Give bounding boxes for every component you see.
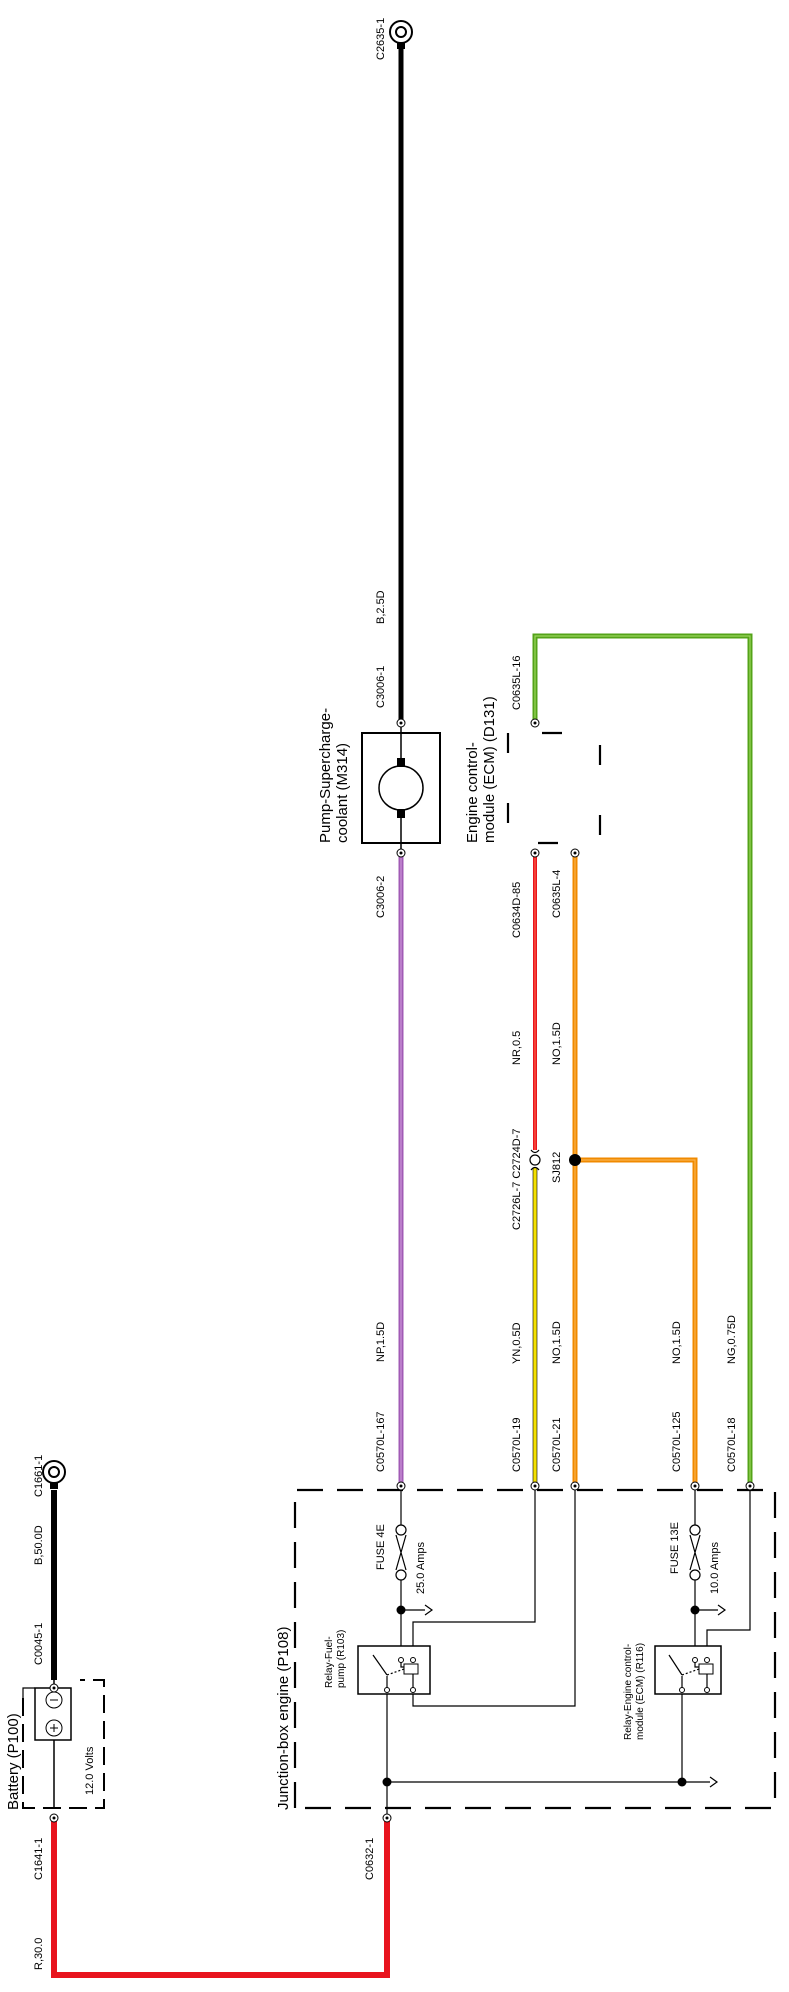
label-c0570l-21: C0570L-21 <box>551 1418 563 1472</box>
wire-ng-0-75d-core <box>534 635 751 1486</box>
wire-ng-0-75d[interactable] <box>532 633 753 1486</box>
label-c0635l-16: C0635L-16 <box>511 656 523 710</box>
ecm-title-line1: Engine control- <box>464 742 481 843</box>
label-b-2-5d: B,2.5D <box>375 590 387 624</box>
relay-fuel-pump-line2: pump (R103) <box>336 1630 347 1688</box>
relay-fuel-pump <box>357 1645 431 1695</box>
terminal-c0635l-16 <box>530 718 540 728</box>
relay-fuel-pump-line1: Relay-Fuel- <box>324 1636 335 1688</box>
label-c0570l-167: C0570L-167 <box>375 1411 387 1472</box>
ecm-title-line2: module (ECM) (D131) <box>481 696 498 843</box>
wire-r-30-0[interactable] <box>51 1818 390 1978</box>
fuse-4e-name: FUSE 4E <box>375 1524 387 1570</box>
label-no-1-5d-a: NO,1.5D <box>551 1321 563 1364</box>
ground-eyelet-c1661-1 <box>42 1460 66 1489</box>
label-c2726l-7-c2724d-7: C2726L-7 C2724D-7 <box>511 1128 523 1230</box>
splice-sj812 <box>569 1154 581 1166</box>
terminal-c1641-1 <box>49 1813 59 1823</box>
label-no-1-5d-b: NO,1.5D <box>551 1022 563 1065</box>
fuse-4e-rating: 25.0 Amps <box>415 1542 427 1594</box>
label-c0635l-4: C0635L-4 <box>551 870 563 918</box>
label-nr-0-5: NR,0.5 <box>511 1031 523 1065</box>
label-yn-0-5d: YN,0.5D <box>511 1322 523 1364</box>
battery-title: Battery (P100) <box>5 1713 22 1810</box>
label-c0632-1: C0632-1 <box>364 1838 376 1880</box>
pump-title-line1: Pump-Supercharge- <box>317 708 334 843</box>
pump-supercharge-coolant <box>361 723 441 853</box>
label-c0570l-18: C0570L-18 <box>726 1418 738 1472</box>
terminal-c0570l-167 <box>396 1481 406 1491</box>
relay-ecm <box>654 1645 722 1695</box>
label-c0570l-19: C0570L-19 <box>511 1418 523 1472</box>
terminal-c0570l-19 <box>530 1481 540 1491</box>
terminal-c3006-1 <box>396 718 406 728</box>
label-c3006-1: C3006-1 <box>375 666 387 708</box>
label-c1661-1: C1661-1 <box>33 1455 45 1497</box>
label-c3006-2: C3006-2 <box>375 876 387 918</box>
label-c2635-1: C2635-1 <box>375 18 387 60</box>
wire-yn-0-5d-edge <box>532 1168 538 1486</box>
relay-ecm-line2: module (ECM) (R116) <box>635 1643 646 1740</box>
relay-ecm-line1: Relay-Engine control- <box>623 1644 634 1740</box>
fuse-4e <box>395 1524 407 1581</box>
terminal-c0632-1 <box>382 1813 392 1823</box>
fuse-13e-rating: 10.0 Amps <box>709 1542 721 1594</box>
terminal-c0635l-4 <box>570 848 580 858</box>
label-r-30-0: R,30.0 <box>33 1938 45 1970</box>
label-c0570l-125: C0570L-125 <box>671 1411 683 1472</box>
pump-title-line2: coolant (M314) <box>334 743 351 843</box>
label-c0045-1: C0045-1 <box>33 1623 45 1665</box>
label-c0634d-85: C0634D-85 <box>511 882 523 938</box>
battery <box>22 1679 105 1809</box>
junction-box-internal-wiring <box>382 1490 751 1814</box>
terminal-c0570l-125 <box>690 1481 700 1491</box>
label-c1641-1: C1641-1 <box>33 1838 45 1880</box>
terminal-c0045-1 <box>49 1683 59 1693</box>
junction-box-title: Junction-box engine (P108) <box>275 1627 292 1810</box>
ground-eyelet-c2635-1 <box>389 20 413 49</box>
terminal-c3006-2 <box>396 848 406 858</box>
engine-control-module <box>506 731 602 845</box>
label-b-50-0d: B,50.0D <box>33 1525 45 1565</box>
fuse-13e <box>689 1524 701 1581</box>
fuse-13e-name: FUSE 13E <box>669 1522 681 1574</box>
label-ng-0-75d: NG,0.75D <box>726 1315 738 1364</box>
battery-voltage: 12.0 Volts <box>84 1746 96 1795</box>
label-no-1-5d-c: NO,1.5D <box>671 1321 683 1364</box>
inline-connector-c2726l-7 <box>529 1149 541 1171</box>
terminal-c0570l-18 <box>745 1481 755 1491</box>
terminal-c0570l-21 <box>570 1481 580 1491</box>
wire-no-1-5d-branch-core <box>575 1159 696 1486</box>
label-sj812: SJ812 <box>551 1152 563 1183</box>
terminal-c0634d-85 <box>530 848 540 858</box>
label-np-1-5d: NP,1.5D <box>375 1322 387 1362</box>
junction-box-engine <box>293 1488 777 1810</box>
